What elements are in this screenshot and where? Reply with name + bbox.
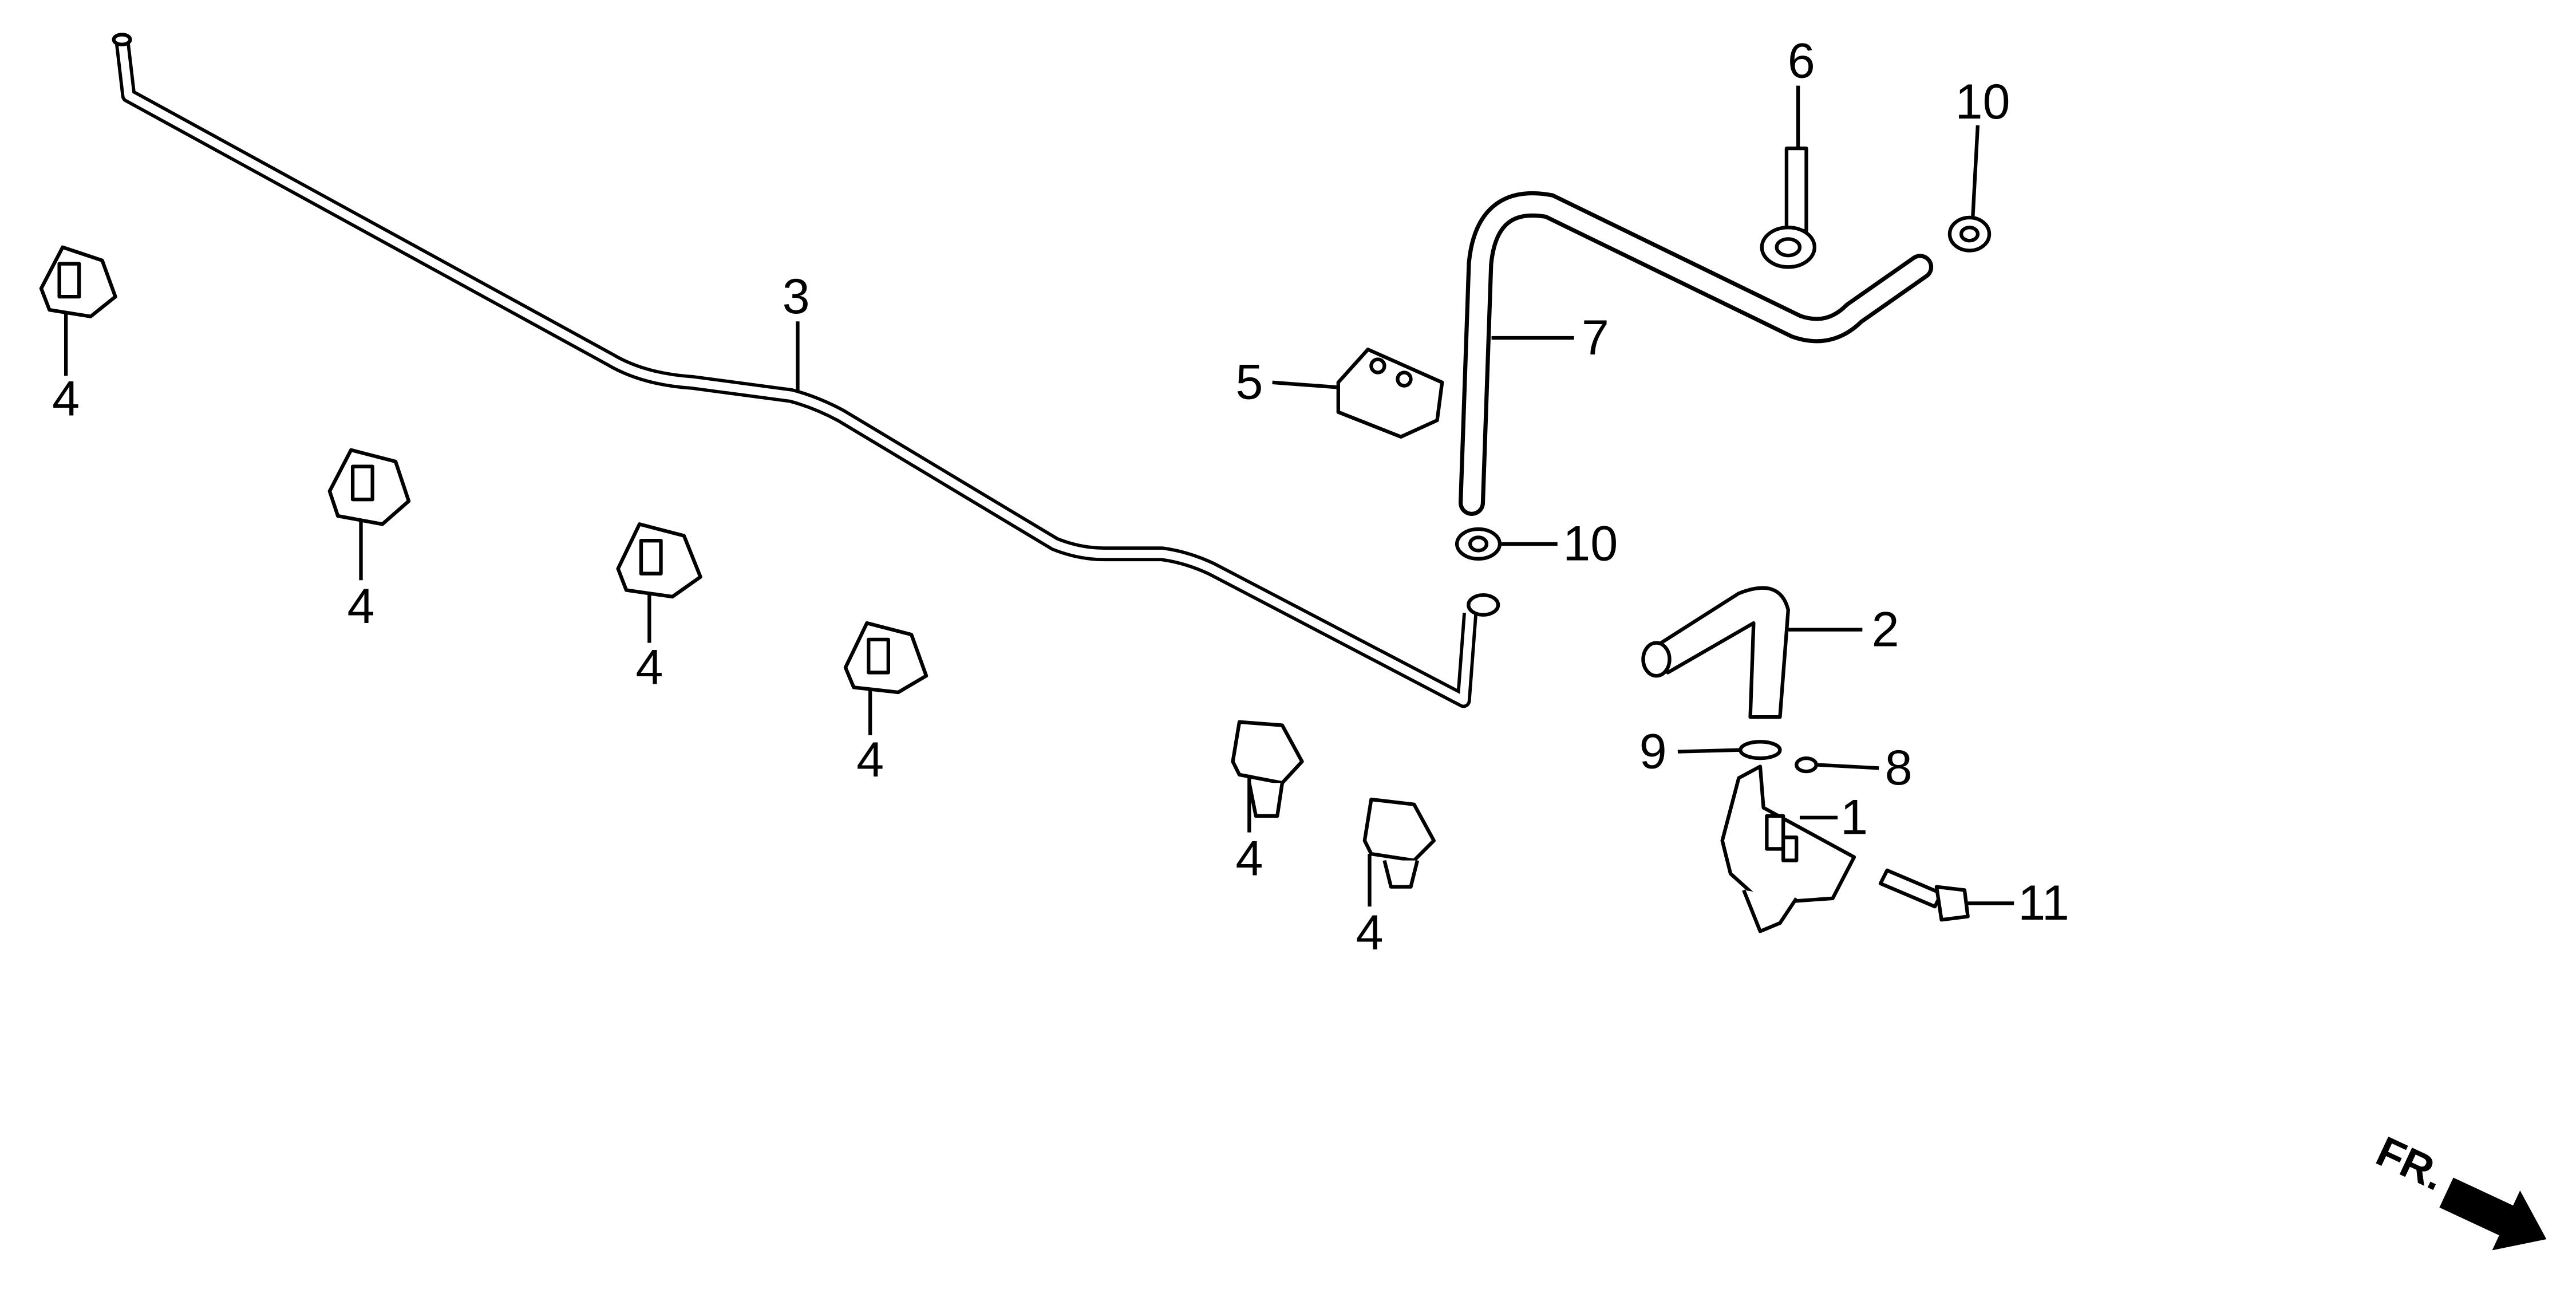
o-ring-9: [1739, 740, 1782, 760]
callout-10-lower: 10: [1563, 517, 1618, 571]
front-direction-indicator: FR.: [2369, 1127, 2547, 1251]
clip-4-d: [843, 621, 929, 695]
callout-2: 2: [1872, 602, 1899, 657]
callout-6: 6: [1788, 33, 1815, 88]
bracket-1: [1720, 764, 1856, 933]
clip-4-a: [39, 245, 117, 318]
washer-8: [1795, 756, 1818, 774]
callout-8: 8: [1885, 740, 1913, 795]
callout-4-f: 4: [1356, 905, 1383, 960]
clip-4-e: [1231, 720, 1304, 818]
callout-4-b: 4: [347, 579, 375, 634]
callout-4-e: 4: [1235, 831, 1263, 886]
hose-7: [1458, 191, 1934, 516]
front-arrow-icon: [2439, 1177, 2547, 1251]
callout-4-a: 4: [52, 371, 80, 426]
callout-10-upper: 10: [1955, 74, 2010, 129]
callout-5: 5: [1235, 355, 1263, 410]
callout-4-d: 4: [856, 732, 884, 787]
elbow-hose-2: [1641, 586, 1790, 719]
fr-label: FR.: [2369, 1127, 2452, 1200]
hose-clip-10-lower: [1455, 527, 1502, 561]
clamp-6: [1760, 146, 1817, 269]
clip-4-b: [327, 448, 411, 526]
callout-1: 1: [1840, 790, 1868, 845]
leader-lines: [64, 85, 2014, 907]
clip-4-c: [616, 522, 702, 599]
hose-clip-10-upper: [1947, 215, 1992, 253]
holder-5: [1336, 348, 1444, 439]
callout-4-c: 4: [635, 640, 663, 695]
bolt-11: [1878, 868, 1970, 922]
callout-11: 11: [2018, 876, 2069, 931]
callout-3: 3: [783, 269, 810, 324]
tube-3: [112, 33, 1500, 708]
clip-4-f: [1362, 797, 1436, 889]
callout-7: 7: [1582, 310, 1609, 365]
callout-9: 9: [1639, 724, 1667, 779]
